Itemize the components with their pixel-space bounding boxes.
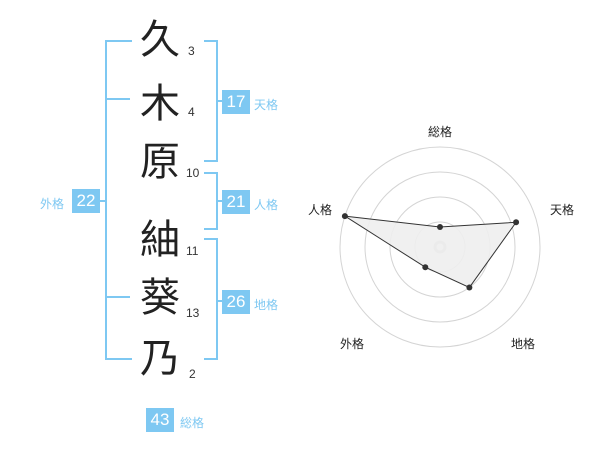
soukaku-badge: 43 xyxy=(146,408,174,432)
stroke-count-4: 11 xyxy=(186,244,199,258)
stroke-count-6: 2 xyxy=(189,367,196,381)
tenkaku-connector xyxy=(216,100,222,102)
soukaku-label: 総格 xyxy=(180,416,205,430)
stroke-count-3: 10 xyxy=(186,166,200,180)
name-character-6: 乃 xyxy=(140,336,180,382)
name-character-4: 紬 xyxy=(140,217,180,263)
radar-point xyxy=(466,284,473,291)
name-character-5: 葵 xyxy=(140,275,180,321)
radar-ring xyxy=(339,146,541,348)
radar-label-gaikaku: 外格 xyxy=(340,337,365,351)
chikaku-badge: 26 xyxy=(222,290,250,314)
gaikaku-label: 外格 xyxy=(40,197,65,211)
chikaku-bracket xyxy=(204,238,218,360)
gaikaku-badge: 22 xyxy=(72,189,100,213)
chikaku-connector xyxy=(216,300,222,302)
gaikaku-connector xyxy=(97,200,107,202)
stroke-count-2: 4 xyxy=(188,105,195,119)
tenkaku-badge: 17 xyxy=(222,90,250,114)
name-character-3: 原 xyxy=(140,139,180,185)
radar-point xyxy=(437,224,443,230)
chikaku-label: 地格 xyxy=(254,298,279,312)
jinkaku-connector xyxy=(216,200,222,202)
radar-label-chikaku: 地格 xyxy=(511,337,536,351)
radar-label-tenkaku: 天格 xyxy=(550,203,575,217)
tenkaku-label: 天格 xyxy=(254,98,279,112)
radar-label-jinkaku: 人格 xyxy=(308,203,333,217)
name-character-2: 木 xyxy=(140,81,180,127)
radar-point xyxy=(422,264,429,271)
gaikaku-bracket-tick-top xyxy=(107,98,130,100)
name-character-1: 久 xyxy=(140,17,180,63)
gaikaku-bracket-tick-bottom xyxy=(107,296,130,298)
stroke-count-5: 13 xyxy=(186,306,200,320)
stroke-count-1: 3 xyxy=(188,44,195,58)
radar-label-soukaku: 総格 xyxy=(428,125,453,139)
radar-point xyxy=(513,219,520,226)
jinkaku-label: 人格 xyxy=(254,198,279,212)
radar-point xyxy=(341,213,348,220)
radar-ring xyxy=(364,171,516,323)
jinkaku-badge: 21 xyxy=(222,190,250,214)
radar-area xyxy=(344,215,518,289)
